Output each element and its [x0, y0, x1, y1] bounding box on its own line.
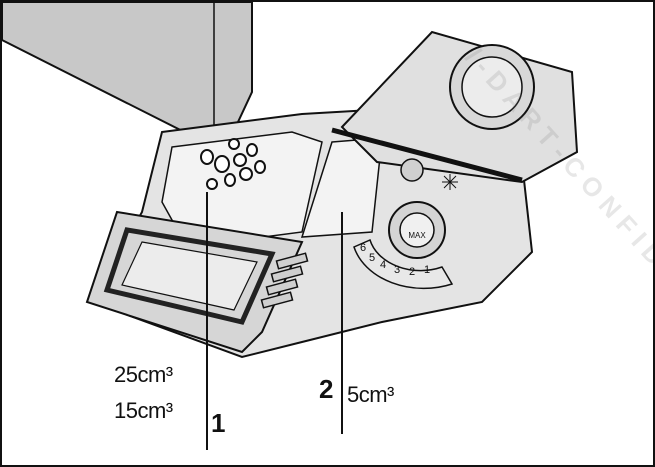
- compartment-1-volume-a: 25cm³: [114, 362, 173, 387]
- lid-inner: [121, 241, 258, 311]
- dial-scale-2: 2: [409, 266, 415, 278]
- lid-seal: [103, 227, 276, 325]
- dial-scale-3: 3: [394, 264, 400, 276]
- cover-ring-inner: [461, 56, 523, 118]
- detergent-granules: [200, 138, 266, 190]
- dial-scale-6: 6: [360, 242, 366, 254]
- dial-max-marker: MAX: [408, 231, 426, 240]
- compartment-1-number: 1: [211, 408, 226, 438]
- compartment-2-number: 2: [319, 374, 334, 404]
- dial-scale-5: 5: [369, 252, 375, 264]
- compartment-1-volume-b: 15cm³: [114, 398, 173, 423]
- dial-scale-1: 1: [424, 264, 430, 276]
- dial-scale-4: 4: [380, 259, 386, 271]
- dosage-dial-scale: [353, 238, 454, 290]
- level-indicator: [400, 158, 424, 182]
- indicator-sparkle: [442, 174, 458, 190]
- dosage-dial-center: [399, 212, 435, 248]
- compartment-2-volume: 5cm³: [347, 382, 394, 407]
- latch-ribs: [260, 252, 309, 309]
- hinge-rod: [331, 127, 523, 183]
